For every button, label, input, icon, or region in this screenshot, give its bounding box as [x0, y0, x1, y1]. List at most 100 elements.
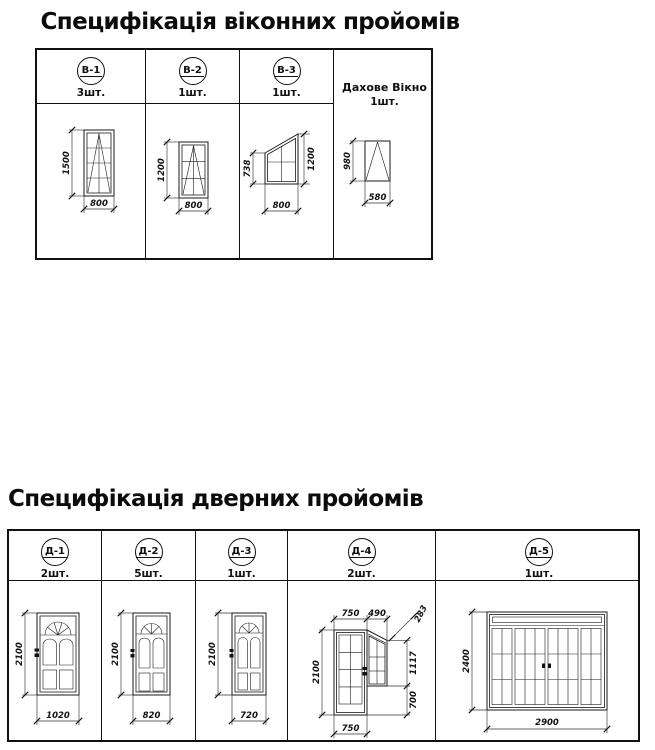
v1-bubble: В-1	[77, 57, 105, 85]
d5-handles-icon	[542, 663, 551, 668]
roof-window-width-value: 580	[369, 193, 387, 203]
d3-door-leaf	[229, 612, 267, 696]
d1-height-value: 2100	[15, 642, 25, 666]
d4-dim-height: 2100	[312, 626, 334, 719]
d3-tag: Д-3	[229, 545, 254, 559]
v2-window-frame	[178, 141, 209, 199]
d3-height-value: 2100	[208, 642, 218, 666]
d4-header: Д-4 2шт.	[288, 531, 435, 580]
d4-tag: Д-4	[349, 545, 374, 559]
v1-dim-width: 800	[80, 196, 118, 213]
d4-door-leaf	[333, 629, 368, 716]
v2-dim-width: 800	[175, 198, 212, 215]
v3-count: 1шт.	[272, 87, 301, 99]
d2-door-drawing: 2100 820	[111, 609, 174, 725]
v3-tag: В-3	[275, 64, 298, 78]
d4-door-top-width-value: 750	[342, 609, 360, 619]
d4-dim-slope: 283	[388, 604, 430, 642]
v2-count: 1шт.	[178, 87, 207, 99]
d4-handle-icon	[362, 667, 367, 676]
roof-window-header: Дахове Вікно 1шт.	[334, 50, 435, 108]
v3-height-right-value: 1200	[307, 147, 317, 171]
d2-width-value: 820	[143, 711, 161, 721]
d5-bubble: Д-5	[525, 538, 553, 566]
d1-door-drawing: 2100 1020	[15, 609, 83, 725]
column-v1: В-1 3шт. 1500	[37, 50, 146, 258]
v2-bubble: В-2	[178, 57, 207, 85]
d4-window-height-value: 1117	[409, 651, 419, 675]
v3-dim-width: 800	[261, 184, 302, 215]
d4-count: 2шт.	[347, 568, 376, 580]
v1-tag: В-1	[79, 64, 103, 78]
d5-leaf-right	[547, 628, 579, 705]
roof-window-height-value: 980	[343, 152, 353, 170]
d5-dim-height: 2400	[462, 608, 487, 714]
d5-header: Д-5 1шт.	[436, 531, 642, 580]
v1-count: 3шт.	[76, 87, 106, 99]
d4-bubble: Д-4	[347, 538, 376, 566]
d4-side-window	[366, 629, 388, 687]
windows-header-separator	[37, 103, 333, 104]
d1-width-value: 1020	[46, 711, 70, 721]
v1-width-value: 800	[90, 199, 108, 209]
v1-window-frame	[83, 129, 115, 197]
v2-dim-height: 1200	[157, 138, 179, 202]
v1-dim-height: 1500	[62, 126, 84, 200]
v1-height-value: 1500	[62, 151, 72, 175]
d3-width-value: 720	[240, 711, 258, 721]
d3-header: Д-3 1шт.	[196, 531, 287, 580]
d3-handle-icon	[229, 649, 234, 658]
v3-bubble: В-3	[272, 57, 301, 85]
d1-count: 2шт.	[40, 568, 70, 580]
d3-bubble: Д-3	[227, 538, 256, 566]
d3-door-drawing: 2100 720	[208, 609, 270, 725]
v3-header: В-3 1шт.	[240, 50, 333, 99]
d4-dim-window-width: 490	[367, 609, 391, 641]
d1-bubble: Д-1	[41, 538, 69, 566]
d2-bubble: Д-2	[134, 538, 163, 566]
column-d2: Д-2 5шт.	[102, 531, 196, 740]
v3-height-left-value: 738	[243, 160, 253, 178]
d5-frame	[486, 611, 608, 711]
d2-door-leaf	[130, 612, 171, 696]
column-d1: Д-1 2шт.	[9, 531, 102, 740]
d5-tag: Д-5	[526, 545, 551, 559]
v2-width-value: 800	[185, 201, 203, 211]
d5-count: 1шт.	[524, 568, 554, 580]
d4-window-width-value: 490	[367, 609, 386, 619]
d4-dim-window-height: 1117 700	[367, 636, 419, 719]
roof-window-label: Дахове Вікно	[342, 81, 427, 94]
d4-door-drawing: 750 490 283 2100	[312, 604, 430, 738]
d5-dim-width: 2900	[483, 710, 611, 733]
doors-header-separator	[9, 580, 639, 581]
d1-tag: Д-1	[42, 545, 67, 559]
v3-width-value: 800	[273, 201, 291, 211]
roof-window-dim-width: 580	[361, 181, 394, 207]
d5-leaf-left	[514, 628, 546, 705]
d4-sill-height-value: 700	[409, 691, 419, 709]
d5-width-value: 2900	[535, 718, 559, 728]
v1-window-drawing: 1500 800	[62, 126, 118, 213]
v3-window-drawing: 738 1200 800	[243, 130, 317, 215]
d1-dim-height: 2100	[15, 609, 37, 699]
v3-window-frame	[264, 133, 299, 185]
windows-section-title: Специфікація віконних пройомів	[40, 9, 461, 35]
v2-header: В-2 1шт.	[146, 50, 239, 99]
d1-header: Д-1 2шт.	[9, 531, 101, 580]
d1-handle-icon	[34, 648, 39, 657]
column-d5: Д-5 1шт.	[436, 531, 642, 740]
doors-section-title: Специфікація дверних пройомів	[8, 486, 424, 512]
d5-sidelight-right	[580, 628, 602, 705]
d2-tag: Д-2	[136, 545, 161, 559]
d2-height-value: 2100	[111, 642, 121, 666]
d2-handle-icon	[130, 649, 135, 658]
d3-dim-width: 720	[228, 695, 270, 725]
v3-dim-height-right: 1200	[298, 130, 317, 188]
roof-window-frame	[364, 140, 391, 182]
d4-bottom-width-value: 750	[342, 724, 360, 734]
d5-door-drawing: 2400 2900	[462, 608, 611, 733]
d2-dim-height: 2100	[111, 609, 133, 699]
column-d3: Д-3 1шт.	[196, 531, 288, 740]
v2-window-drawing: 1200 800	[157, 138, 212, 215]
d5-sidelight-left	[491, 628, 513, 705]
